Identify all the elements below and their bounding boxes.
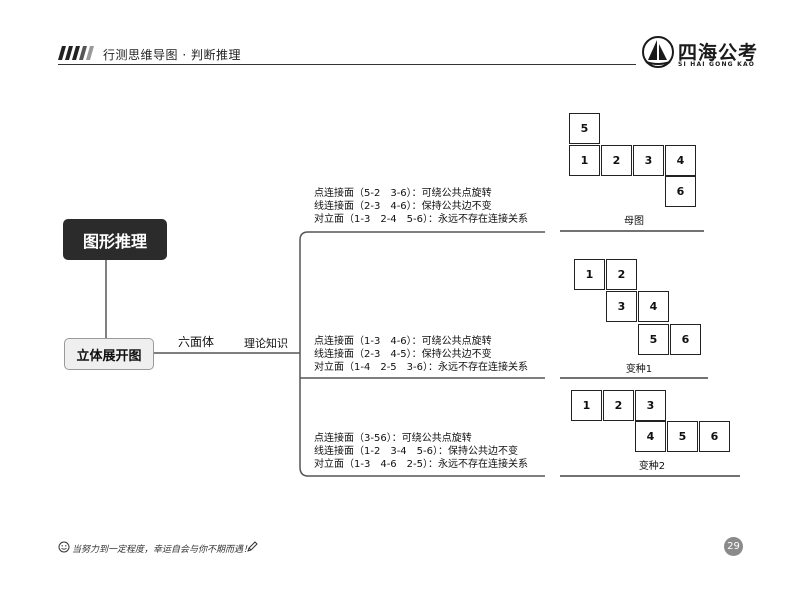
branch-label-theory: 理论知识 — [244, 337, 288, 350]
header-title: 行测思维导图 · 判断推理 — [103, 48, 241, 62]
net-cell: 4 — [638, 291, 669, 322]
logo-text: 四海公考 — [678, 42, 759, 64]
rule-point-connect-1: 点连接面（5-2 3-6）：可绕公共点旋转 — [314, 188, 492, 199]
net-cell: 5 — [667, 421, 698, 452]
net-cell: 6 — [699, 421, 730, 452]
rule-point-connect-2: 点连接面（1-3 4-6）：可绕公共点旋转 — [314, 336, 492, 347]
net-cell: 3 — [635, 390, 666, 421]
pencil-icon — [247, 541, 258, 552]
net-cell: 1 — [571, 390, 602, 421]
net-cell: 1 — [574, 259, 605, 290]
logo-subtext: SI HAI GONG KAO — [678, 61, 756, 68]
rule-opposite-3: 对立面（1-3 4-6 2-5）：永远不存在连接关系 — [314, 459, 528, 470]
rule-opposite-1: 对立面（1-3 2-4 5-6）：永远不存在连接关系 — [314, 214, 528, 225]
net-cell: 4 — [665, 145, 696, 176]
rule-line-connect-3: 线连接面（1-2 3-4 5-6）：保持公共边不变 — [314, 446, 518, 457]
page-number-badge: 29 — [724, 537, 743, 556]
net-caption-variant-1: 变种1 — [625, 364, 653, 375]
sub-node-cube-net: 立体展开图 — [64, 338, 154, 370]
branch-label-hexahedron: 六面体 — [178, 335, 215, 349]
net-cell: 2 — [603, 390, 634, 421]
sailboat-logo-icon — [642, 36, 674, 68]
header-stripes-decoration — [58, 46, 94, 60]
net-caption-mother: 母图 — [624, 216, 644, 227]
net-caption-variant-2: 变种2 — [638, 461, 666, 472]
header-divider — [58, 64, 636, 65]
rule-opposite-2: 对立面（1-4 2-5 3-6）：永远不存在连接关系 — [314, 362, 528, 373]
rule-line-connect-1: 线连接面（2-3 4-6）：保持公共边不变 — [314, 201, 492, 212]
smiley-icon — [58, 541, 70, 553]
net-cell: 6 — [670, 324, 701, 355]
net-cell: 2 — [601, 145, 632, 176]
rule-line-connect-2: 线连接面（2-3 4-5）：保持公共边不变 — [314, 349, 492, 360]
net-cell: 2 — [606, 259, 637, 290]
rule-point-connect-3: 点连接面（3-56）：可绕公共点旋转 — [314, 433, 472, 444]
net-cell: 5 — [569, 113, 600, 144]
net-cell: 1 — [569, 145, 600, 176]
footer-motto: 当努力到一定程度，幸运自会与你不期而遇！ — [72, 545, 253, 555]
root-node-graphic-reasoning: 图形推理 — [63, 219, 167, 260]
net-cell: 5 — [638, 324, 669, 355]
net-cell: 3 — [633, 145, 664, 176]
net-cell: 3 — [606, 291, 637, 322]
net-cell: 4 — [635, 421, 666, 452]
net-cell: 6 — [665, 176, 696, 207]
